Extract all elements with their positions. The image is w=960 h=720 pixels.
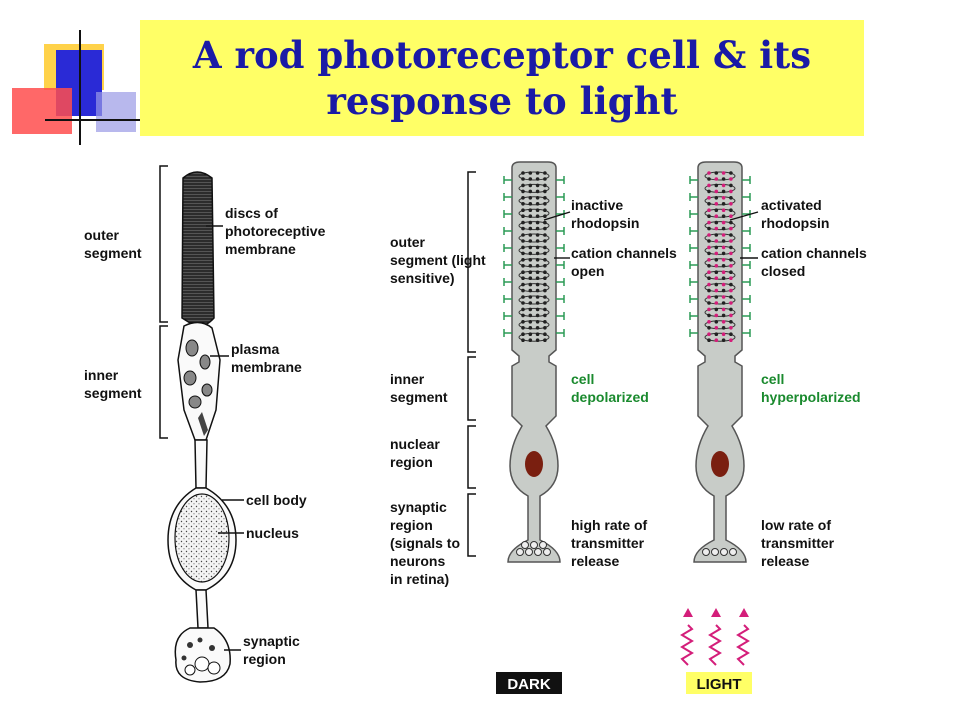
- left-rod-drawing: [167, 171, 237, 683]
- left-pointer-lines: [206, 225, 244, 651]
- left-inner-bracket: [159, 325, 168, 439]
- dark-synaptic-vesicles: [516, 541, 551, 556]
- label-synaptic-region: synaptic region: [243, 633, 304, 667]
- label-cell-body: cell body: [246, 492, 307, 508]
- dark-rhodopsin-discs: [518, 171, 550, 343]
- page-title: A rod photoreceptor cell & its response …: [193, 32, 811, 124]
- light-cell-state-label: cell hyperpolarized: [761, 371, 861, 405]
- label-right-inner-segment: inner segment: [390, 371, 448, 405]
- label-outer-segment: outer segment: [84, 227, 142, 261]
- title-line-2: response to light: [326, 79, 678, 123]
- light-rhodopsin-label: activated rhodopsin: [761, 197, 829, 231]
- corner-decoration: [12, 30, 140, 145]
- photon-arrowheads: [683, 608, 749, 617]
- title-line-1: A rod photoreceptor cell & its: [192, 33, 812, 77]
- dark-rhodopsin-label: inactive rhodopsin: [571, 197, 639, 231]
- light-rhodopsin-discs: [704, 171, 736, 343]
- label-discs: discs of photoreceptive membrane: [225, 205, 329, 257]
- dark-rod-cell: [503, 161, 565, 563]
- label-nucleus: nucleus: [246, 525, 299, 541]
- right-region-brackets: [467, 171, 476, 557]
- dark-transmitter-label: high rate of transmitter release: [571, 517, 651, 569]
- svg-text:DARK: DARK: [507, 676, 550, 693]
- right-pointer-lines: [543, 211, 759, 259]
- light-transmitter-label: low rate of transmitter release: [761, 517, 838, 569]
- rod-cell-diagram: outer segment inner segment discs of pho…: [84, 161, 871, 694]
- light-photon-arrows: [680, 624, 750, 666]
- light-channels-label: cation channels closed: [761, 245, 871, 279]
- dark-cell-state-label: cell depolarized: [571, 371, 649, 405]
- dark-badge: DARK: [496, 672, 562, 694]
- light-rod-cell: [689, 161, 751, 563]
- dark-channels-label: cation channels open: [571, 245, 681, 279]
- svg-text:LIGHT: LIGHT: [697, 676, 742, 693]
- light-synaptic-vesicles: [702, 548, 737, 556]
- label-right-nuclear-region: nuclear region: [390, 436, 444, 470]
- left-outer-bracket: [159, 165, 168, 323]
- title-banner: A rod photoreceptor cell & its response …: [140, 20, 864, 136]
- label-inner-segment: inner segment: [84, 367, 142, 401]
- label-plasma-membrane: plasma membrane: [231, 341, 302, 375]
- light-badge: LIGHT: [686, 672, 752, 694]
- label-right-synaptic-region: synaptic region (signals to neurons in r…: [390, 499, 464, 587]
- label-right-outer-segment: outer segment (light sensitive): [390, 234, 490, 286]
